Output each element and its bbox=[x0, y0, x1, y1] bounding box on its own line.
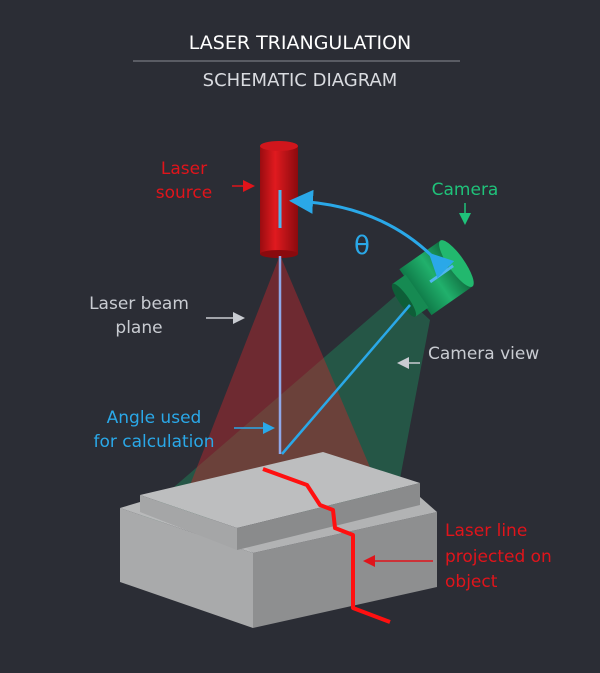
laser-line-on-object bbox=[262, 467, 391, 624]
theta-label: θ bbox=[354, 231, 370, 261]
laser-source-label-2: source bbox=[156, 183, 212, 203]
theta-angle-arc bbox=[289, 189, 455, 279]
laser-line-label-3: object bbox=[445, 572, 498, 592]
camera-view-label: Camera view bbox=[428, 344, 539, 364]
camera-view-line bbox=[281, 304, 411, 455]
laser-beam-plane-label-1: Laser beam bbox=[89, 294, 189, 314]
angle-used-label-1: Angle used bbox=[107, 408, 202, 428]
laser-beam-plane-label-2: plane bbox=[115, 318, 162, 338]
laser-line-label-2: projected on bbox=[445, 547, 552, 567]
laser-source-label-1: Laser bbox=[161, 159, 207, 179]
diagram-subtitle: SCHEMATIC DIAGRAM bbox=[203, 70, 398, 91]
object-block bbox=[120, 452, 437, 628]
laser-source bbox=[260, 141, 298, 258]
diagram-title: LASER TRIANGULATION bbox=[189, 32, 412, 54]
angle-used-label-2: for calculation bbox=[93, 432, 214, 452]
laser-line-label-1: Laser line bbox=[445, 521, 527, 541]
camera-label: Camera bbox=[432, 180, 499, 200]
